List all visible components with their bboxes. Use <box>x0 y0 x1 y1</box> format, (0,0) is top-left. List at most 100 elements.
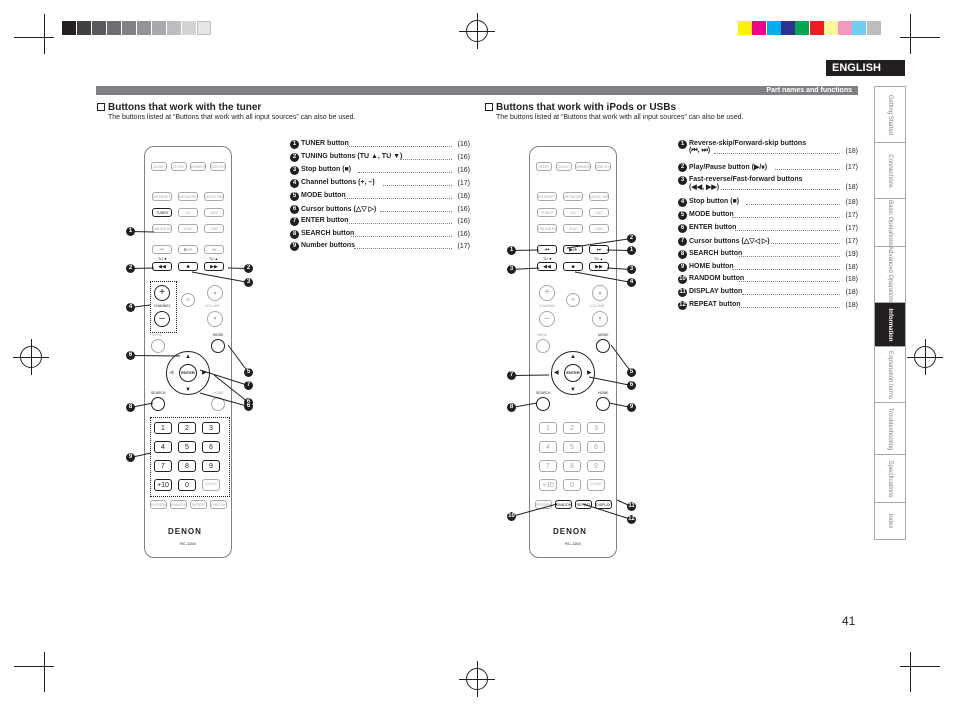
remote-transport-button[interactable]: ⏭ <box>204 245 224 254</box>
mute-button[interactable]: ⊘ <box>181 293 195 307</box>
number-button[interactable]: 2 <box>563 422 581 434</box>
number-button[interactable]: 0 <box>563 479 581 491</box>
remote-transport-button[interactable]: ◀◀ <box>537 262 557 271</box>
remote-source-button[interactable]: INTERNET RADIO <box>152 192 172 201</box>
volume-up-button[interactable]: ▲ <box>592 285 608 301</box>
remote-source-button[interactable]: USB <box>204 224 224 233</box>
clear-button[interactable]: CLEAR <box>587 479 605 491</box>
remote-source-button[interactable]: AUX <box>204 208 224 217</box>
side-tab[interactable]: Specifications <box>874 454 906 502</box>
remote-source-button[interactable]: ONLINE MUSIC <box>152 224 172 233</box>
remote-bottom-button[interactable]: DISPLAY <box>595 500 612 509</box>
remote-transport-button[interactable]: ◀◀ <box>152 262 172 271</box>
remote-source-button[interactable]: USB <box>589 224 609 233</box>
remote-transport-button[interactable]: ▶/⏸ <box>178 245 198 254</box>
mode-button[interactable] <box>211 339 225 353</box>
remote-transport-button[interactable]: ▶▶ <box>204 262 224 271</box>
remote-source-button[interactable]: CD <box>563 208 583 217</box>
remote-top-button[interactable]: SDB/ DYNAMIC <box>594 162 611 171</box>
volume-down-button[interactable]: ▼ <box>207 311 223 327</box>
volume-up-button[interactable]: ▲ <box>207 285 223 301</box>
number-button[interactable]: 8 <box>563 460 581 472</box>
remote-top-button[interactable]: SDB/ DYNAMIC <box>209 162 226 171</box>
number-button[interactable]: 1 <box>154 422 172 434</box>
remote-source-button[interactable]: ONLINE MUSIC <box>537 224 557 233</box>
cursor-pad[interactable]: ENTER ▲ ▼ ◀ ▶ <box>551 351 595 395</box>
search-button[interactable] <box>536 397 550 411</box>
channel-up-button[interactable]: + <box>154 285 170 301</box>
number-button[interactable]: 0 <box>178 479 196 491</box>
remote-source-button[interactable]: CD <box>178 208 198 217</box>
cursor-right-icon[interactable]: ▶ <box>587 370 592 376</box>
remote-source-button[interactable]: MUSIC SERVER <box>204 192 224 201</box>
number-button[interactable]: 4 <box>539 441 557 453</box>
cursor-up-icon[interactable]: ▲ <box>185 354 191 360</box>
clear-button[interactable]: CLEAR <box>202 479 220 491</box>
side-tab[interactable]: Advanced Operations <box>874 246 906 303</box>
menu-button[interactable] <box>536 339 550 353</box>
remote-top-button[interactable]: SLEEP <box>151 162 167 171</box>
home-button[interactable] <box>596 397 610 411</box>
number-button[interactable]: 6 <box>202 441 220 453</box>
cursor-up-icon[interactable]: ▲ <box>570 354 576 360</box>
remote-bottom-button[interactable]: REPEAT <box>190 500 207 509</box>
side-tab[interactable]: Getting Started <box>874 86 906 142</box>
remote-transport-button[interactable]: ▶/⏸ <box>563 245 583 254</box>
number-button[interactable]: 9 <box>202 460 220 472</box>
number-button[interactable]: 6 <box>587 441 605 453</box>
number-button[interactable]: 4 <box>154 441 172 453</box>
number-button[interactable]: 3 <box>202 422 220 434</box>
cursor-down-icon[interactable]: ▼ <box>570 387 576 393</box>
remote-source-button[interactable]: INTERNET RADIO <box>537 192 557 201</box>
remote-transport-button[interactable]: ⏭ <box>589 245 609 254</box>
remote-bottom-button[interactable]: DISPLAY <box>210 500 227 509</box>
cursor-left-icon[interactable]: ◀ <box>554 370 559 376</box>
remote-source-button[interactable]: AUX <box>589 208 609 217</box>
cursor-left-icon[interactable]: ◀ <box>169 370 174 376</box>
remote-transport-button[interactable]: ■ <box>563 262 583 271</box>
number-button[interactable]: 3 <box>587 422 605 434</box>
cursor-right-icon[interactable]: ▶ <box>202 370 207 376</box>
number-button[interactable]: 5 <box>563 441 581 453</box>
remote-transport-button[interactable]: ⏮ <box>152 245 172 254</box>
cursor-down-icon[interactable]: ▼ <box>185 387 191 393</box>
remote-source-button[interactable]: iPod <box>563 224 583 233</box>
side-tab[interactable]: Explanation terms <box>874 346 906 402</box>
number-button[interactable]: 5 <box>178 441 196 453</box>
side-tab[interactable]: Index <box>874 502 906 540</box>
remote-bottom-button[interactable]: PROGRAM <box>535 500 552 509</box>
remote-transport-button[interactable]: ▶▶ <box>589 262 609 271</box>
remote-transport-button[interactable]: ■ <box>178 262 198 271</box>
enter-button[interactable]: ENTER <box>179 364 197 382</box>
remote-top-button[interactable]: CLOCK <box>555 162 572 171</box>
number-button[interactable]: 7 <box>539 460 557 472</box>
side-tab[interactable]: Connections <box>874 142 906 198</box>
volume-down-button[interactable]: ▼ <box>592 311 608 327</box>
remote-bottom-button[interactable]: REPEAT <box>575 500 592 509</box>
remote-source-button[interactable]: NETWORK/ USB <box>178 192 198 201</box>
remote-transport-button[interactable]: ⏮ <box>537 245 557 254</box>
remote-bottom-button[interactable]: RANDOM <box>170 500 187 509</box>
channel-down-button[interactable]: – <box>154 311 170 327</box>
remote-source-button[interactable]: TUNER <box>537 208 557 217</box>
remote-top-button[interactable]: DIMMER <box>190 162 206 171</box>
remote-source-button[interactable]: NETWORK/ USB <box>563 192 583 201</box>
search-button[interactable] <box>151 397 165 411</box>
number-button[interactable]: +10 <box>154 479 172 491</box>
number-button[interactable]: 1 <box>539 422 557 434</box>
remote-bottom-button[interactable]: PROGRAM <box>150 500 167 509</box>
menu-button[interactable] <box>151 339 165 353</box>
number-button[interactable]: 9 <box>587 460 605 472</box>
channel-down-button[interactable]: – <box>539 311 555 327</box>
mode-button[interactable] <box>596 339 610 353</box>
enter-button[interactable]: ENTER <box>564 364 582 382</box>
number-button[interactable]: 7 <box>154 460 172 472</box>
remote-source-button[interactable]: iPod <box>178 224 198 233</box>
number-button[interactable]: +10 <box>539 479 557 491</box>
remote-source-button[interactable]: TUNER <box>152 208 172 217</box>
mute-button[interactable]: ⊘ <box>566 293 580 307</box>
number-button[interactable]: 2 <box>178 422 196 434</box>
side-tab[interactable]: Basic Operations <box>874 198 906 246</box>
remote-top-button[interactable]: SLEEP <box>536 162 552 171</box>
remote-top-button[interactable]: DIMMER <box>575 162 591 171</box>
